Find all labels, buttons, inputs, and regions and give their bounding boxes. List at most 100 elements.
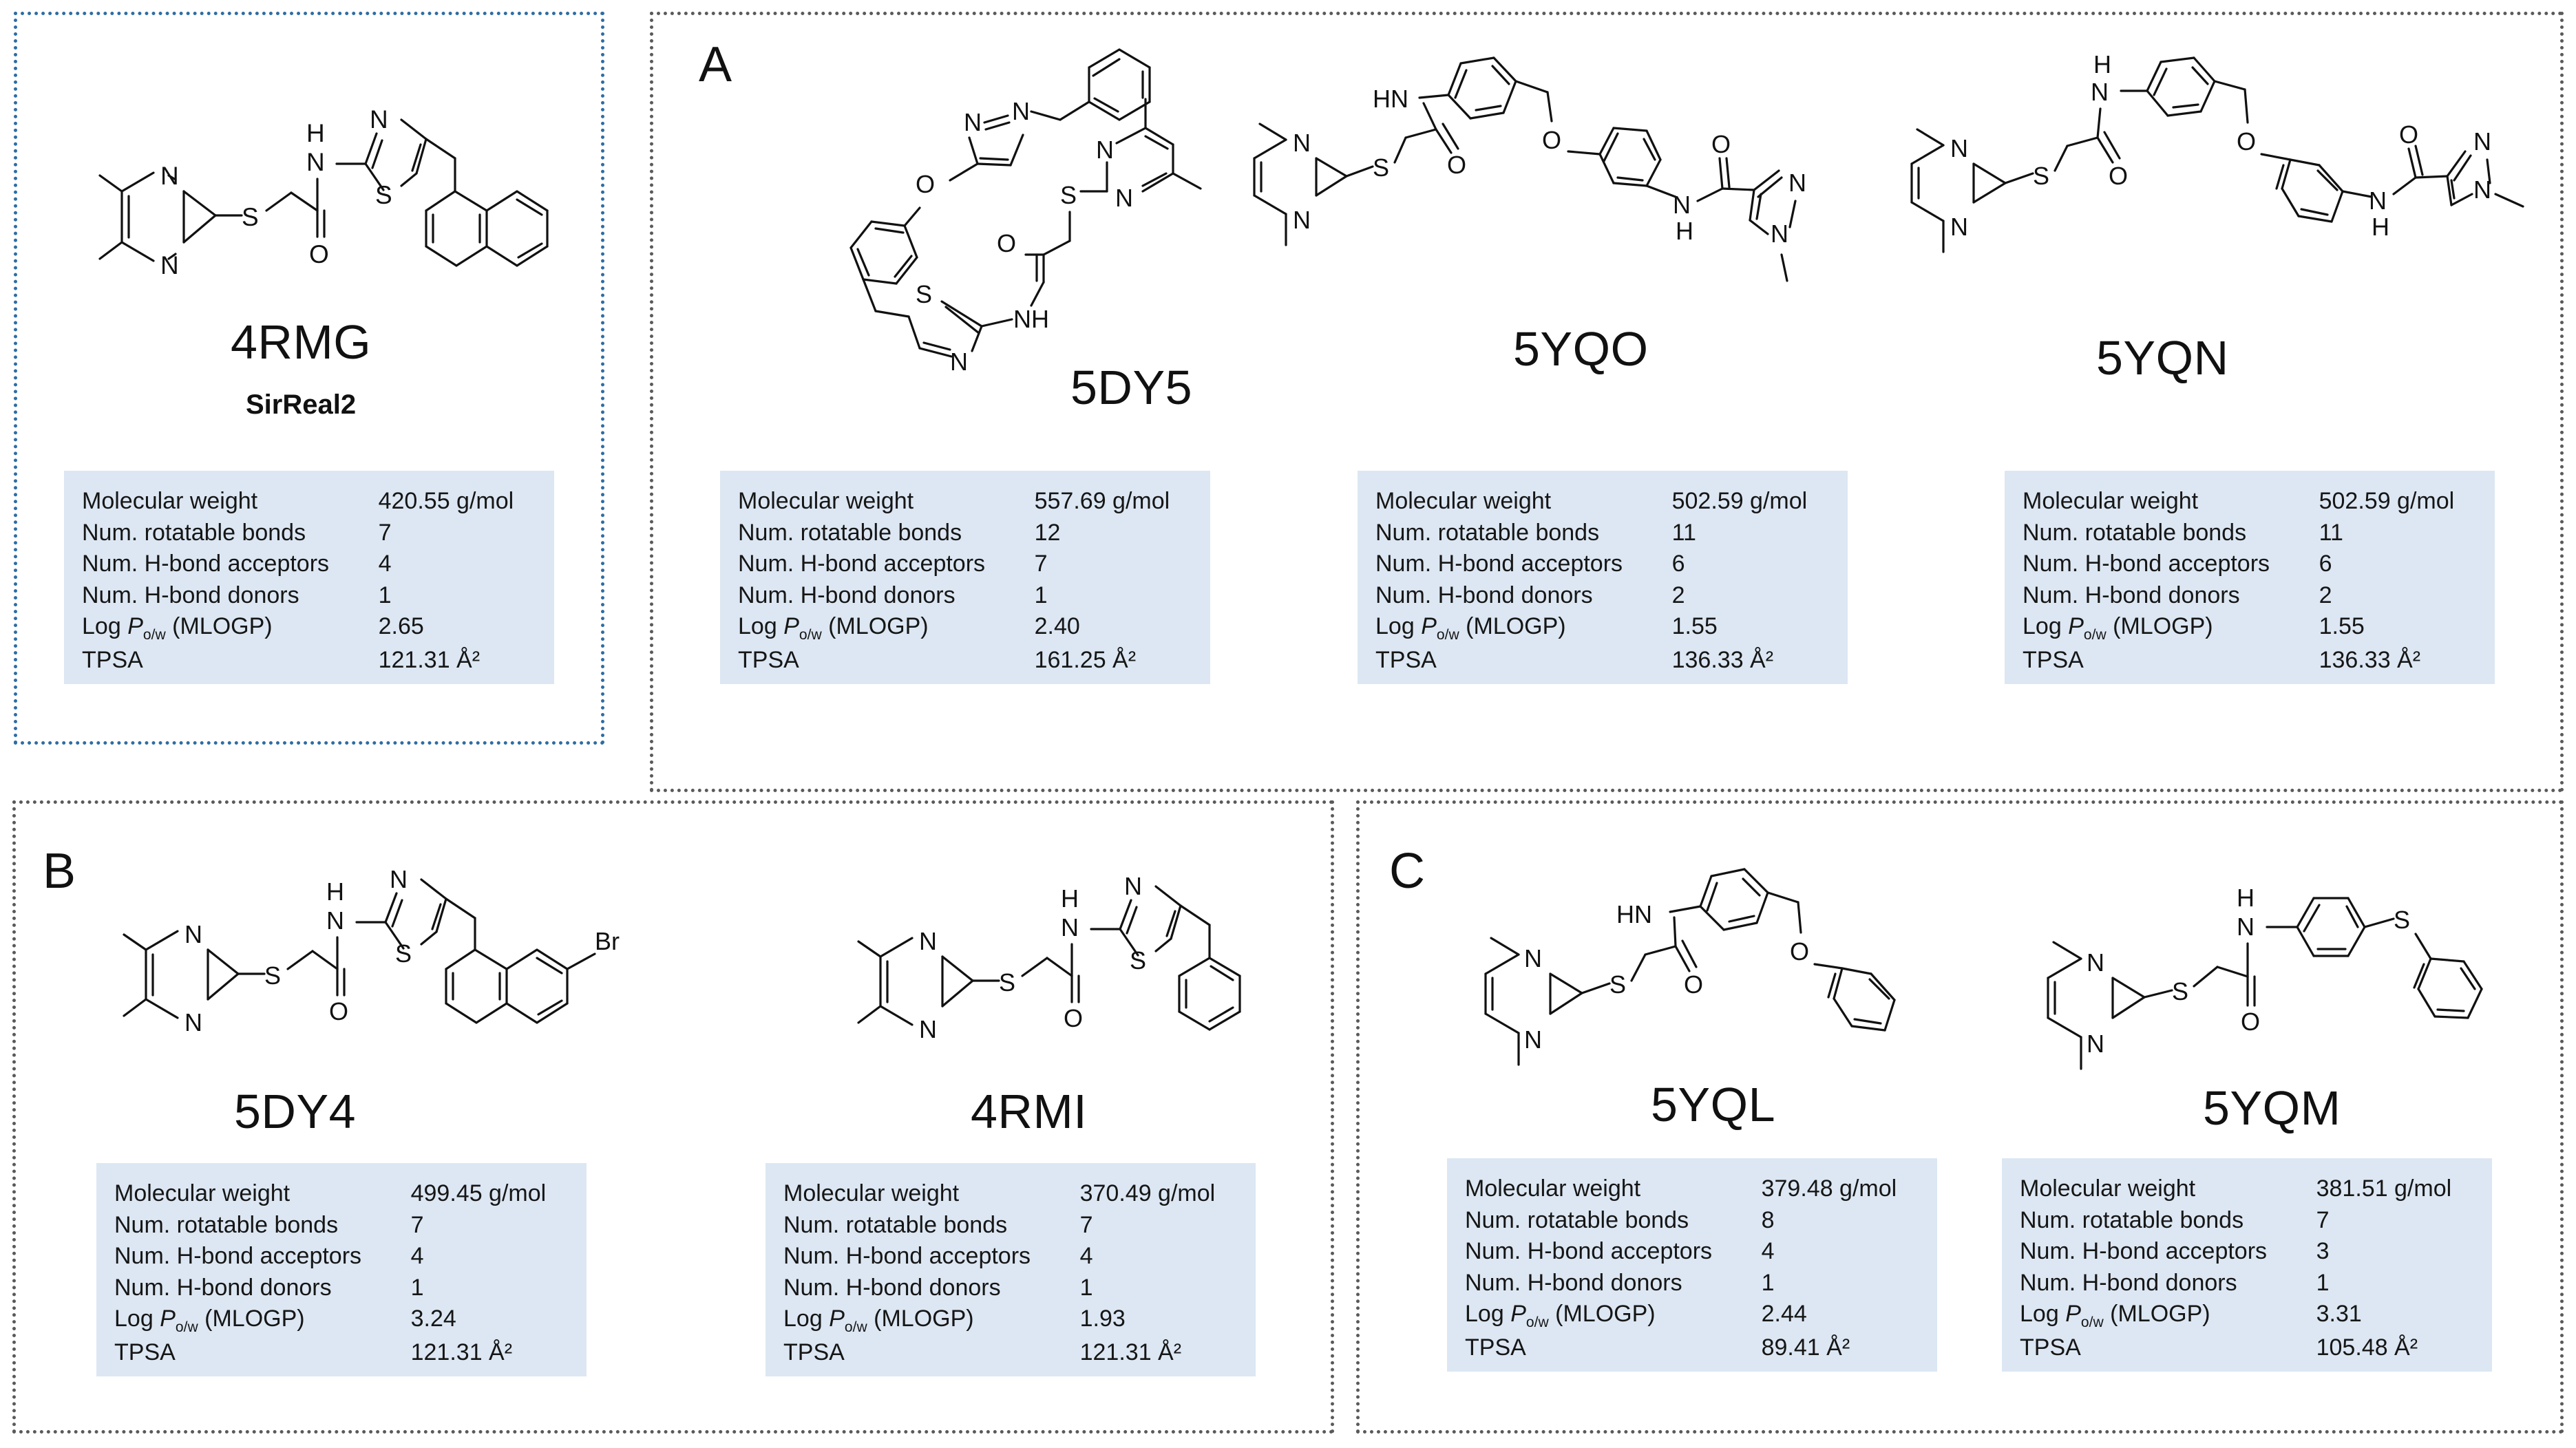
- table-row: Molecular weight 420.55 g/mol: [82, 486, 536, 518]
- table-row: TPSA 105.48 Å²: [2020, 1332, 2474, 1364]
- svg-text:N: N: [964, 108, 982, 136]
- label-rotatable-bonds: Num. rotatable bonds: [2023, 519, 2247, 546]
- svg-text:O: O: [2237, 127, 2256, 156]
- svg-text:N: N: [1012, 97, 1030, 125]
- value-molecular-weight: 370.49 g/mol: [1079, 1180, 1216, 1206]
- value-hbond-acceptors: 4: [410, 1243, 424, 1270]
- label-hbond-acceptors: Num. H-bond acceptors: [783, 1243, 1031, 1270]
- svg-text:N: N: [2087, 1030, 2104, 1058]
- label-logp: Log Po/w (MLOGP): [2023, 613, 2213, 643]
- svg-text:N: N: [1293, 129, 1311, 157]
- value-tpsa: 121.31 Å²: [378, 647, 481, 674]
- property-table-5yqo: Molecular weight 502.59 g/mol Num. rotat…: [1358, 471, 1848, 684]
- label-tpsa: TPSA: [1375, 647, 1437, 674]
- svg-text:O: O: [1790, 937, 1809, 966]
- svg-text:S: S: [242, 203, 259, 231]
- property-table-4rmg: Molecular weight 420.55 g/mol Num. rotat…: [64, 471, 554, 684]
- label-molecular-weight: Molecular weight: [2023, 488, 2199, 514]
- label-hbond-acceptors: Num. H-bond acceptors: [2020, 1238, 2268, 1265]
- label-tpsa: TPSA: [2020, 1334, 2081, 1361]
- value-hbond-donors: 1: [1761, 1269, 1775, 1296]
- svg-text:N: N: [1293, 206, 1311, 234]
- table-row: Num. H-bond acceptors 3: [2020, 1236, 2474, 1268]
- svg-text:N: N: [326, 906, 344, 935]
- value-rotatable-bonds: 7: [1079, 1211, 1093, 1238]
- table-row: Num. rotatable bonds 7: [114, 1210, 569, 1242]
- property-table-5dy4: Molecular weight 499.45 g/mol Num. rotat…: [96, 1163, 587, 1376]
- label-logp: Log Po/w (MLOGP): [1465, 1301, 1656, 1330]
- label-logp: Log Po/w (MLOGP): [783, 1306, 974, 1335]
- label-molecular-weight: Molecular weight: [2020, 1175, 2196, 1202]
- property-table-5yqm: Molecular weight 381.51 g/mol Num. rotat…: [2002, 1158, 2492, 1372]
- value-tpsa: 105.48 Å²: [2316, 1334, 2418, 1361]
- svg-text:N: N: [2473, 127, 2491, 156]
- label-tpsa: TPSA: [783, 1339, 845, 1366]
- label-molecular-weight: Molecular weight: [783, 1180, 960, 1206]
- table-row: Log Po/w (MLOGP) 2.65: [82, 611, 536, 645]
- label-hbond-acceptors: Num. H-bond acceptors: [114, 1243, 362, 1270]
- table-row: Num. H-bond donors 1: [114, 1273, 569, 1304]
- value-rotatable-bonds: 7: [2316, 1206, 2330, 1233]
- label-hbond-acceptors: Num. H-bond acceptors: [738, 551, 986, 577]
- label-rotatable-bonds: Num. rotatable bonds: [1465, 1206, 1689, 1233]
- structure-5yqo: N N S O HN O N H O N N: [1232, 21, 1921, 365]
- value-hbond-donors: 2: [1671, 582, 1685, 608]
- value-rotatable-bonds: 11: [2319, 519, 2343, 546]
- label-rotatable-bonds: Num. rotatable bonds: [2020, 1206, 2244, 1233]
- value-tpsa: 121.31 Å²: [1079, 1339, 1182, 1366]
- svg-text:O: O: [2109, 162, 2128, 190]
- value-logp: 2.40: [1034, 613, 1080, 640]
- table-row: Num. rotatable bonds 12: [738, 518, 1192, 549]
- table-row: Num. H-bond acceptors 7: [738, 549, 1192, 580]
- value-logp: 3.31: [2316, 1301, 2362, 1328]
- svg-text:N: N: [2091, 78, 2109, 106]
- value-hbond-donors: 1: [2316, 1269, 2330, 1296]
- value-molecular-weight: 379.48 g/mol: [1761, 1175, 1897, 1202]
- table-row: Num. H-bond acceptors 4: [114, 1241, 569, 1273]
- svg-text:S: S: [264, 961, 281, 990]
- table-row: TPSA 121.31 Å²: [114, 1337, 569, 1369]
- mol-name-4rmi: 4RMI: [971, 1085, 1088, 1138]
- svg-text:S: S: [916, 280, 932, 308]
- svg-text:N: N: [1115, 184, 1133, 212]
- value-rotatable-bonds: 7: [378, 519, 392, 546]
- mol-name-5yqo: 5YQO: [1513, 322, 1649, 376]
- mol-name-5yql: 5YQL: [1651, 1078, 1775, 1131]
- svg-text:N: N: [184, 1008, 202, 1036]
- table-row: Num. rotatable bonds 7: [783, 1210, 1238, 1242]
- label-hbond-acceptors: Num. H-bond acceptors: [1375, 551, 1623, 577]
- value-molecular-weight: 502.59 g/mol: [2319, 488, 2455, 514]
- label-rotatable-bonds: Num. rotatable bonds: [783, 1211, 1008, 1238]
- table-row: Num. rotatable bonds 7: [2020, 1205, 2474, 1237]
- table-row: Num. rotatable bonds 7: [82, 518, 536, 549]
- table-row: Num. rotatable bonds 8: [1465, 1205, 1919, 1237]
- svg-text:O: O: [2399, 120, 2418, 149]
- structure-4rmg: N N S O N H N S: [72, 83, 582, 344]
- svg-text:S: S: [395, 939, 412, 968]
- label-hbond-donors: Num. H-bond donors: [1375, 582, 1593, 608]
- table-row: Num. H-bond acceptors 6: [1375, 549, 1830, 580]
- label-molecular-weight: Molecular weight: [1375, 488, 1552, 514]
- svg-text:O: O: [329, 997, 348, 1025]
- label-tpsa: TPSA: [114, 1339, 176, 1366]
- property-table-5yqn: Molecular weight 502.59 g/mol Num. rotat…: [2005, 471, 2495, 684]
- svg-text:S: S: [1609, 970, 1626, 999]
- mol-name-5dy4: 5DY4: [234, 1085, 357, 1138]
- svg-text:N: N: [390, 865, 408, 893]
- svg-text:N: N: [184, 920, 202, 948]
- value-rotatable-bonds: 12: [1034, 519, 1061, 546]
- table-row: Num. H-bond donors 2: [1375, 580, 1830, 612]
- table-row: TPSA 121.31 Å²: [783, 1337, 1238, 1369]
- table-row: Num. H-bond acceptors 6: [2023, 549, 2477, 580]
- svg-text:N: N: [370, 105, 388, 134]
- svg-text:N: N: [1673, 191, 1691, 219]
- svg-text:S: S: [2172, 977, 2188, 1005]
- svg-text:N: N: [1524, 944, 1542, 972]
- value-hbond-donors: 1: [1079, 1274, 1093, 1301]
- value-hbond-donors: 1: [378, 582, 392, 608]
- value-hbond-acceptors: 4: [1079, 1243, 1093, 1270]
- value-hbond-donors: 1: [1034, 582, 1048, 608]
- svg-text:O: O: [1064, 1004, 1083, 1032]
- structure-5yqn: N N S O N H O N H O N N: [1897, 41, 2557, 372]
- value-logp: 1.55: [1671, 613, 1718, 640]
